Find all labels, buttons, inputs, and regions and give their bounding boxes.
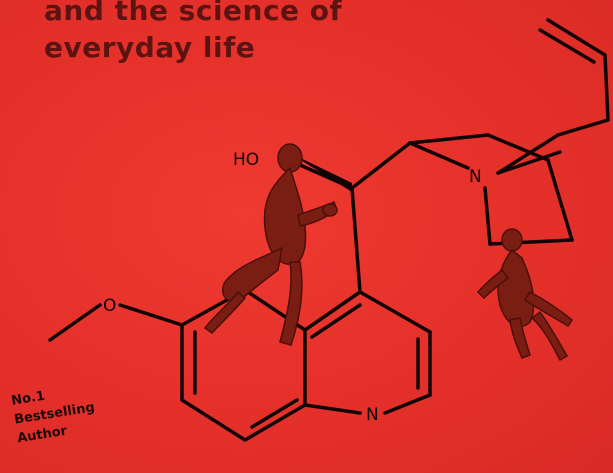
title-line-1: and the science of xyxy=(44,0,343,27)
bridgehead-nitrogen-label: N xyxy=(469,167,482,187)
monkey-right-illustration xyxy=(476,228,573,362)
hydroxyl-label: HO xyxy=(233,150,259,170)
monkey-left-illustration xyxy=(203,143,338,346)
wedge-bond xyxy=(288,152,352,192)
title-line-2: everyday life xyxy=(44,31,256,64)
ring-nitrogen-label: N xyxy=(366,405,379,425)
methoxy-oxygen-label: O xyxy=(103,296,116,316)
molecule-bonds xyxy=(48,18,610,442)
cover-title: and the science of everyday life xyxy=(44,0,342,66)
